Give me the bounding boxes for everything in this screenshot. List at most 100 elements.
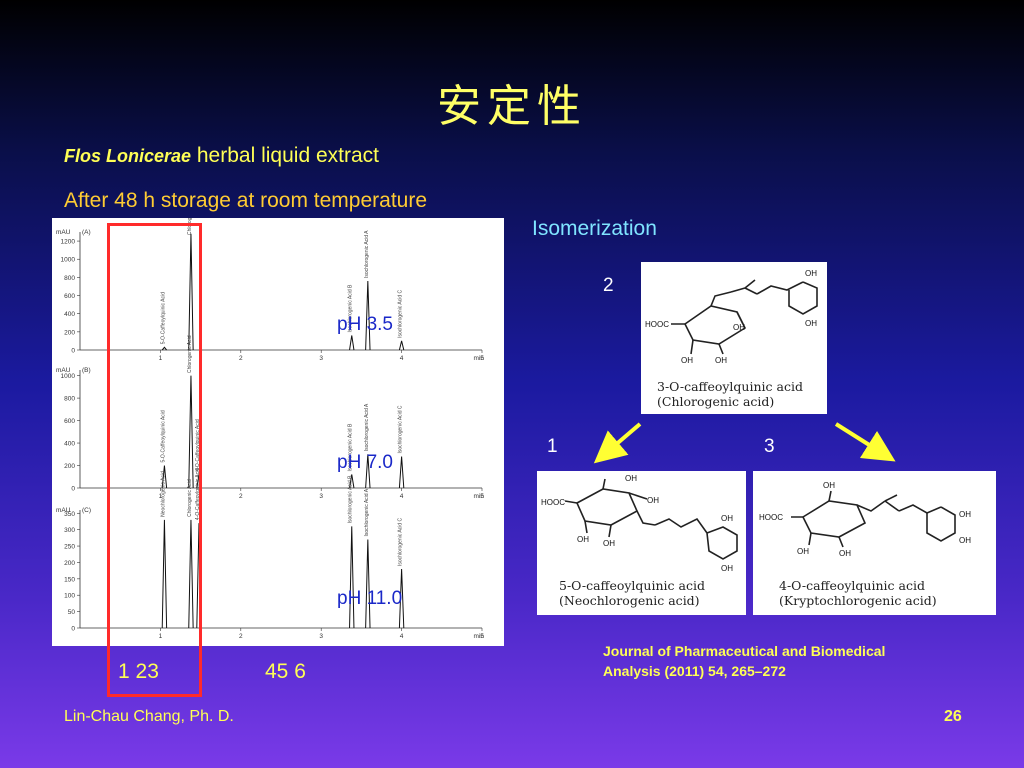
oh-label: OH	[715, 356, 727, 365]
y-tick-label: 50	[68, 609, 76, 616]
peak-label: 5-O-Caffeoylquinic Acid	[160, 410, 166, 462]
oh-label: OH	[839, 549, 851, 558]
y-tick-label: 200	[64, 329, 75, 336]
chromatogram-peak	[349, 335, 355, 351]
x-tick-label: 5	[480, 355, 484, 362]
reference-line-2: Analysis (2011) 54, 265–272	[603, 663, 786, 679]
peak-label: Isochlorogenic Acid A	[364, 230, 370, 278]
chromatogram-peak	[161, 465, 168, 489]
structure-number-2: 2	[603, 275, 614, 296]
chromatogram-peak	[365, 454, 371, 489]
oh-label: OH	[681, 356, 693, 365]
chromatogram-peak	[398, 456, 405, 489]
peak-label: Isochlorogenic Acid B	[348, 284, 354, 332]
peak-labels-group2: 45 6	[265, 660, 306, 683]
journal-reference: Journal of Pharmaceutical and Biomedical…	[603, 641, 1003, 681]
structure-caption-neochlorogenic: 5-O-caffeoylquinic acid (Neochlorogenic …	[559, 578, 705, 608]
highlight-box	[107, 223, 202, 697]
y-tick-label: 800	[64, 275, 75, 282]
y-tick-label: 800	[64, 396, 75, 403]
peak-label: 5-O-Caffeoylquinic Acid	[160, 292, 166, 344]
peak-label: Neochlorogenic Acid	[160, 471, 166, 517]
peak-label: Isochlorogenic Acid C	[398, 518, 404, 566]
structure-number-1: 1	[547, 436, 558, 457]
y-tick-label: 200	[64, 463, 75, 470]
sample-type: herbal liquid extract	[191, 144, 379, 167]
oh-label: OH	[959, 536, 971, 545]
compound-common-name: (Neochlorogenic acid)	[559, 593, 700, 608]
y-tick-label: 200	[64, 560, 75, 567]
structure-caption-kryptochlorogenic: 4-O-caffeoylquinic acid (Kryptochlorogen…	[779, 578, 937, 608]
panel-label: (C)	[82, 507, 91, 514]
chromatogram-peak	[349, 474, 355, 489]
y-axis-label: mAU	[56, 507, 71, 514]
peak-labels-group1: 1 23	[118, 660, 159, 683]
sample-latin-name: Flos Lonicerae	[64, 146, 192, 166]
compound-common-name: (Kryptochlorogenic acid)	[779, 593, 937, 608]
oh-label: OH	[805, 319, 817, 328]
y-tick-label: 350	[64, 511, 75, 518]
hooc-label: HOOC	[759, 513, 783, 522]
hooc-label: HOOC	[541, 498, 565, 507]
slide-title: 安定性	[437, 81, 587, 132]
x-tick-label: 4	[400, 493, 404, 500]
chromatogram-peak	[188, 375, 194, 489]
structure-number-3: 3	[764, 436, 775, 457]
isomerization-arrows	[593, 422, 896, 464]
x-tick-label: 3	[319, 493, 323, 500]
isomerization-label: Isomerization	[532, 217, 657, 240]
ph-label-a: pH 3.5	[337, 314, 393, 335]
panel-label: (B)	[82, 367, 91, 374]
neochlorogenic-acid-structure: OH HOOC OH OH OH OH OH	[541, 474, 738, 573]
x-tick-label: 4	[400, 355, 404, 362]
structure-card-chlorogenic: OH OH HOOC OH OH OH 3-O-caffeoylquinic a…	[641, 262, 827, 414]
structure-card-neochlorogenic: OH HOOC OH OH OH OH OH 5-O-caffeoylquini…	[537, 471, 746, 615]
arrow-to-3	[834, 422, 896, 462]
reference-line-1: Journal of Pharmaceutical and Biomedical	[603, 643, 886, 659]
chromatogram-peak	[349, 526, 355, 629]
x-tick-label: 2	[239, 633, 243, 640]
y-tick-label: 1000	[61, 373, 76, 380]
x-tick-label: 1	[159, 493, 163, 500]
y-tick-label: 0	[71, 486, 75, 493]
compound-name: 4-O-caffeoylquinic acid	[779, 578, 925, 593]
peak-label: Isochlorogenic Acid C	[398, 289, 404, 337]
oh-label: OH	[603, 539, 615, 548]
oh-label: OH	[625, 474, 637, 483]
author-name: Lin-Chau Chang, Ph. D.	[64, 708, 234, 725]
x-tick-label: 3	[319, 355, 323, 362]
peak-label: Isochlorogenic Acid B	[348, 475, 354, 523]
y-tick-label: 100	[64, 593, 75, 600]
chromatogram-peak	[398, 568, 405, 629]
chromatogram-peak	[188, 519, 194, 629]
peak-label: 4-O-Caffeoylquinic Acid	[195, 419, 201, 471]
x-axis-label: min	[474, 355, 485, 362]
arrow-to-1	[593, 422, 642, 464]
y-axis-label: mAU	[56, 367, 71, 374]
oh-label: OH	[721, 514, 733, 523]
panel-label: (A)	[82, 229, 91, 236]
sample-description: Flos Lonicerae herbal liquid extract	[64, 144, 379, 168]
hooc-label: HOOC	[645, 320, 669, 329]
chromatogram-peak	[398, 340, 405, 351]
y-tick-label: 150	[64, 576, 75, 583]
x-tick-label: 1	[159, 355, 163, 362]
peak-label: 4-O-Caffeoylquinic Acid	[195, 468, 201, 520]
y-tick-label: 300	[64, 527, 75, 534]
oh-label: OH	[577, 535, 589, 544]
chromatogram-peak	[188, 233, 194, 351]
y-tick-label: 600	[64, 418, 75, 425]
peak-label: Isochlorogenic Acid A	[364, 403, 370, 451]
oh-label: OH	[823, 481, 835, 490]
storage-condition: After 48 h storage at room temperature	[64, 189, 428, 212]
compound-common-name: (Chlorogenic acid)	[657, 394, 775, 409]
y-tick-label: 400	[64, 311, 75, 318]
x-tick-label: 3	[319, 633, 323, 640]
chromatogram-peak	[161, 346, 168, 351]
compound-name: 3-O-caffeoylquinic acid	[657, 379, 803, 394]
peak-label: Isochlorogenic Acid C	[398, 405, 404, 453]
peak-label: Chlorogenic Acid	[187, 479, 193, 517]
oh-label: OH	[733, 323, 745, 332]
x-tick-label: 2	[239, 493, 243, 500]
